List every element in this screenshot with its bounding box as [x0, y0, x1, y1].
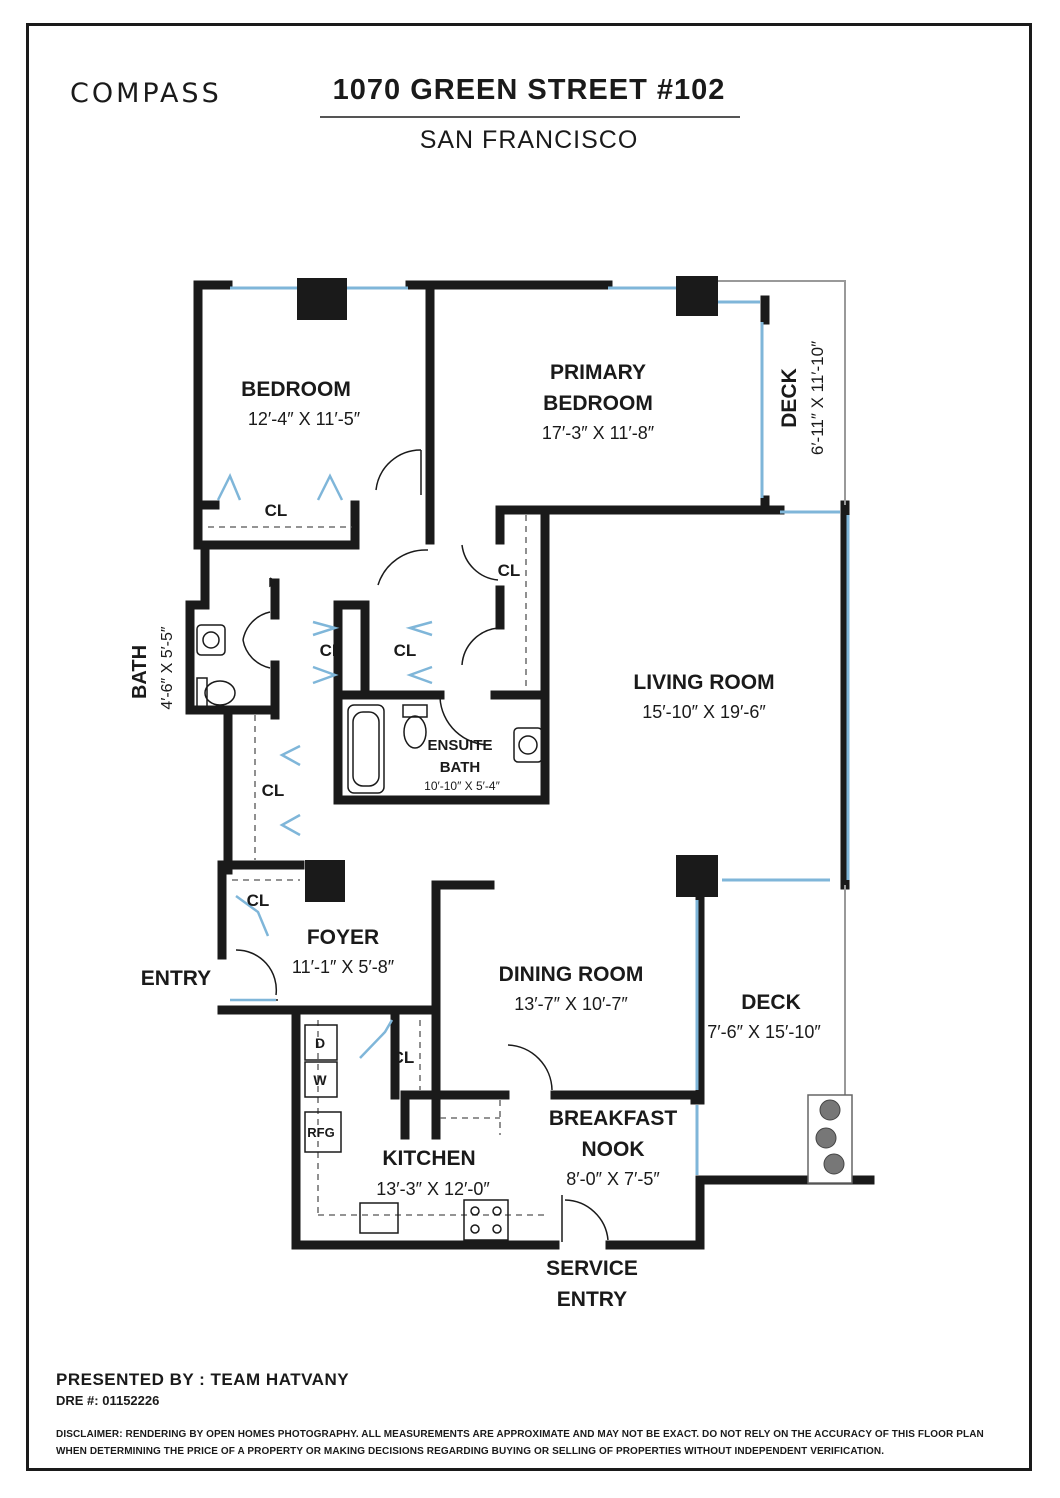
plant: [819, 1099, 841, 1121]
windows: [230, 286, 850, 1175]
ensuite-toilet-tank: [402, 704, 428, 718]
deck-top-name: DECK: [778, 368, 801, 428]
walls: [185, 280, 875, 1250]
foyer-size: 11′-1″ X 5′-8″: [292, 957, 395, 977]
disclaimer-line: WHEN DETERMINING THE PRICE OF A PROPERTY…: [56, 1446, 885, 1457]
closet-label: CL: [392, 1048, 415, 1067]
closet-label: CL: [247, 891, 270, 910]
toilet: [204, 680, 236, 706]
closet-label: CL: [320, 641, 343, 660]
dishwasher-w-label: W: [313, 1072, 327, 1088]
ensuite-name-2: BATH: [440, 759, 481, 776]
disclaimer: DISCLAIMER: RENDERING BY OPEN HOMES PHOT…: [56, 1426, 1006, 1460]
kitchen-name: KITCHEN: [382, 1147, 475, 1170]
toilet-tank: [196, 677, 208, 709]
planters: [807, 1094, 853, 1184]
closet-doors: [216, 472, 433, 1059]
bedroom-name: BEDROOM: [241, 378, 351, 401]
primary-bedroom-size: 17′-3″ X 11′-8″: [542, 423, 655, 443]
dishwasher-d-box: [304, 1024, 338, 1061]
ensuite-name-1: ENSUITE: [427, 737, 492, 754]
kitchen-sink: [359, 1202, 399, 1234]
title-divider: [320, 116, 740, 118]
closet-label: CL: [262, 781, 285, 800]
bathtub: [347, 704, 385, 794]
entry-label: ENTRY: [141, 967, 211, 990]
nook-size: 8′-0″ X 7′-5″: [566, 1169, 660, 1189]
vent-marker: [269, 577, 279, 588]
dishwasher-w-box: [304, 1061, 338, 1098]
fridge-label: RFG: [307, 1125, 334, 1140]
dining-room-name: DINING ROOM: [499, 963, 644, 986]
column: [297, 278, 347, 320]
closet-label: CL: [498, 561, 521, 580]
bath-sink: [196, 624, 226, 656]
plant: [815, 1127, 837, 1149]
closet-label: CL: [265, 501, 288, 520]
living-room-name: LIVING ROOM: [633, 671, 774, 694]
dre-number: DRE #: 01152226: [56, 1393, 160, 1408]
nook-name-1: BREAKFAST: [549, 1107, 678, 1130]
column: [676, 855, 718, 897]
foyer-name: FOYER: [307, 926, 379, 949]
living-room-size: 15′-10″ X 19′-6″: [642, 702, 766, 722]
ensuite-sink: [513, 727, 543, 763]
dishwasher-d-label: D: [315, 1035, 325, 1051]
nook-name-2: NOOK: [582, 1138, 645, 1161]
ensuite-size: 10′-10″ X 5′-4″: [424, 779, 500, 793]
service-entry-label-1: SERVICE: [546, 1257, 638, 1280]
property-address: 1070 GREEN STREET #102: [332, 74, 726, 106]
compass-logo: COMPASS: [70, 78, 222, 109]
range: [463, 1199, 509, 1241]
deck-top-size: 6′-11″ X 11′-10″: [808, 341, 827, 455]
page-border: [26, 23, 1032, 1471]
closet-label: CL: [394, 641, 417, 660]
plant: [823, 1153, 845, 1175]
primary-bedroom-name-1: PRIMARY: [550, 361, 646, 384]
bath-name: BATH: [129, 645, 151, 699]
ensuite-toilet: [403, 715, 427, 749]
property-city: SAN FRANCISCO: [419, 126, 639, 154]
primary-bedroom-name-2: BEDROOM: [543, 392, 653, 415]
dining-room-size: 13′-7″ X 10′-7″: [514, 994, 628, 1014]
column: [676, 276, 718, 316]
fridge-box: [304, 1111, 342, 1153]
bath-size: 4′-6″ X 5′-5″: [159, 626, 176, 709]
presented-by: PRESENTED BY : TEAM HATVANY: [56, 1370, 350, 1389]
deck-bottom-size: 7′-6″ X 15′-10″: [707, 1022, 821, 1042]
fixtures: [196, 577, 543, 1241]
service-entry-label-2: ENTRY: [557, 1288, 627, 1311]
column: [305, 860, 345, 902]
bedroom-size: 12′-4″ X 11′-5″: [248, 409, 361, 429]
disclaimer-line: DISCLAIMER: RENDERING BY OPEN HOMES PHOT…: [56, 1429, 984, 1440]
dashed-lines: [208, 515, 545, 1216]
deck-bottom-name: DECK: [741, 991, 801, 1014]
kitchen-size: 13′-3″ X 12′-0″: [376, 1179, 490, 1199]
columns: [297, 276, 718, 902]
